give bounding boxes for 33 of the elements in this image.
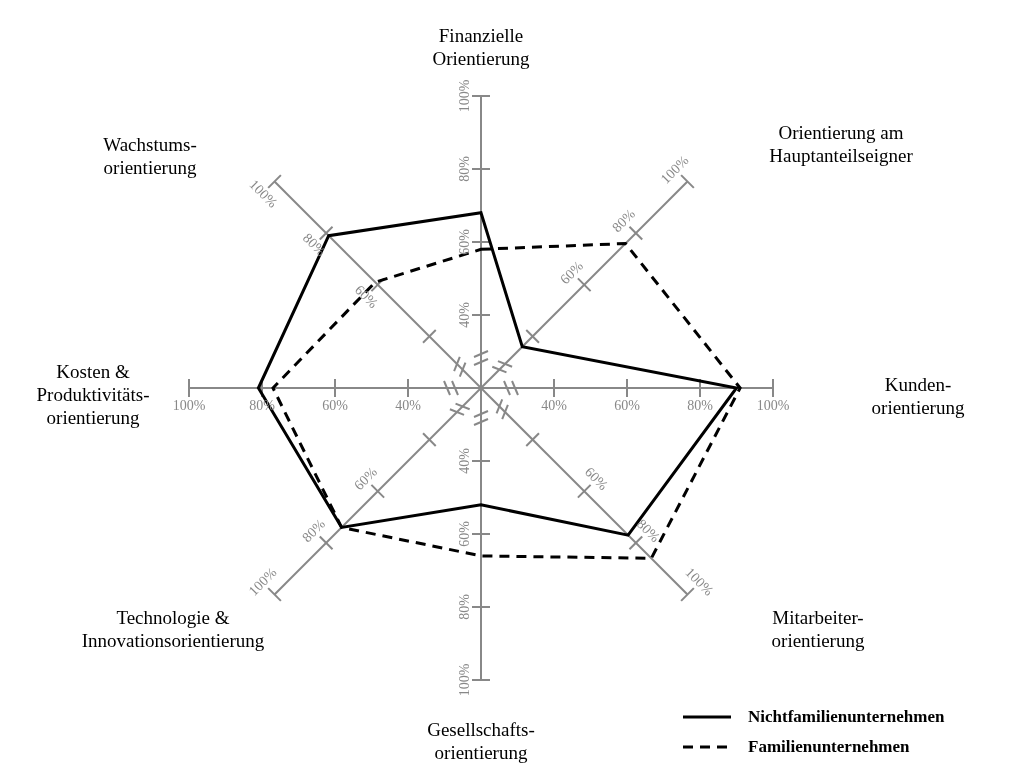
tick-label: 60% (457, 229, 473, 255)
axis-label: Kunden- orientierung (870, 374, 966, 420)
tick-label: 60% (351, 282, 381, 312)
axis-label: Technologie & Innovationsorientierung (80, 607, 266, 653)
legend-label: Familienunternehmen (748, 737, 910, 757)
tick-label: 60% (557, 258, 587, 288)
tick-label: 80% (687, 398, 713, 414)
tick-label: 40% (457, 448, 473, 474)
axis-label: Wachstums- orientierung (102, 134, 198, 180)
tick-label: 60% (457, 521, 473, 547)
axis-label: Orientierung am Hauptanteilseigner (768, 122, 914, 168)
tick-label: 40% (395, 398, 421, 414)
tick-label: 80% (299, 230, 329, 260)
tick-label: 80% (457, 156, 473, 182)
tick-label: 80% (457, 594, 473, 620)
tick-label: 80% (633, 516, 663, 546)
axis-label: Finanzielle Orientierung (431, 25, 531, 71)
tick-label: 80% (299, 516, 329, 546)
tick-label: 100% (172, 398, 206, 414)
axis-label: Mitarbeiter- orientierung (770, 607, 866, 653)
tick-label: 100% (756, 398, 790, 414)
tick-label: 60% (322, 398, 348, 414)
tick-label: 60% (351, 464, 381, 494)
tick-label: 60% (614, 398, 640, 414)
tick-label: 40% (457, 302, 473, 328)
axis-label: Gesellschafts- orientierung (426, 719, 536, 765)
tick-label: 100% (457, 663, 473, 697)
tick-label: 40% (541, 398, 567, 414)
tick-label: 100% (457, 79, 473, 113)
tick-label: 60% (581, 464, 611, 494)
tick-label: 80% (609, 206, 639, 236)
legend-label: Nichtfamilienunternehmen (748, 707, 945, 727)
axis-label: Kosten & Produktivitäts- orientierung (35, 360, 151, 430)
